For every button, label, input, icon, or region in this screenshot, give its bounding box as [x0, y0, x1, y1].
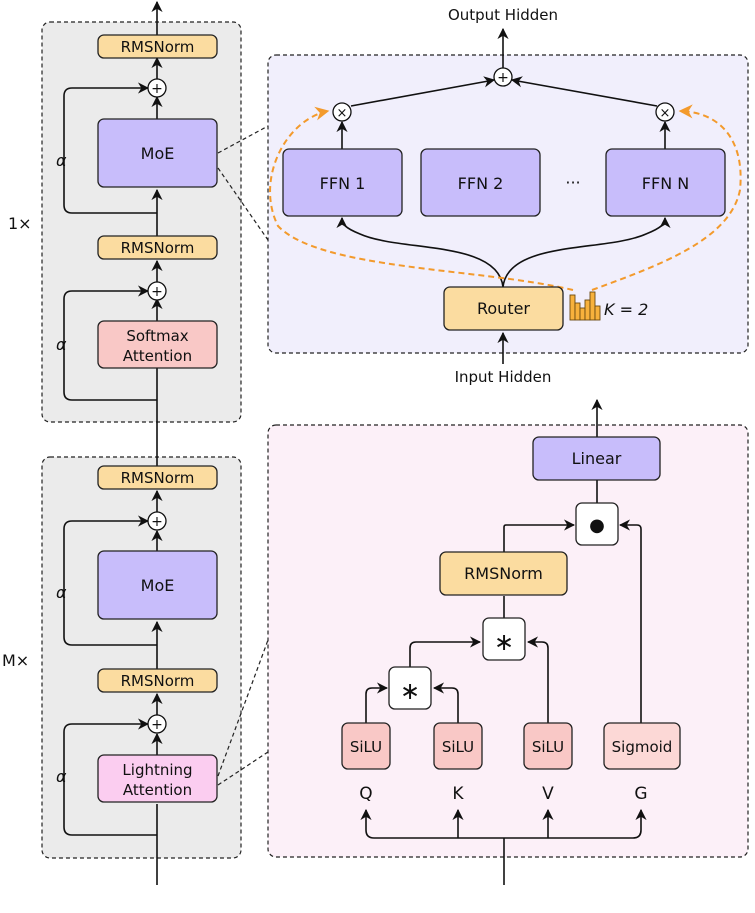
rmsnorm-label: RMSNorm	[121, 239, 195, 257]
bottom-layer-stack	[63, 422, 163, 885]
silu-q-label: SiLU	[350, 738, 382, 756]
kv-product-node	[482, 617, 526, 661]
expert-label: FFN N	[642, 174, 689, 193]
rmsnorm-label: RMSNorm	[121, 672, 195, 690]
add-symbol: +	[151, 514, 163, 530]
multiply-node	[332, 102, 352, 122]
topk-label: K = 2	[604, 300, 648, 319]
expert-ellipsis: ···	[565, 173, 580, 192]
lightning-attention-line1: Lightning	[122, 761, 192, 779]
lightning-attention-line2: Attention	[123, 781, 192, 799]
alpha-top-1: α	[56, 151, 67, 170]
multiply-node	[655, 102, 675, 122]
expert-ffn-1	[282, 148, 403, 217]
kv-product-symbol: ∗	[494, 628, 514, 656]
input-k-label: K	[452, 784, 464, 804]
moe-block	[97, 550, 218, 620]
silu-k-block	[433, 722, 483, 770]
add-node	[147, 281, 167, 301]
rmsnorm-block	[97, 465, 218, 490]
linear-label: Linear	[572, 449, 622, 468]
add-symbol: +	[151, 81, 163, 97]
silu-v-block	[523, 722, 573, 770]
moe-label: MoE	[141, 576, 175, 595]
input-v-label: V	[542, 784, 554, 804]
alpha-bottom-m: α	[56, 767, 67, 786]
silu-q-block	[341, 722, 391, 770]
add-node	[147, 714, 167, 734]
zoom-line	[217, 751, 269, 786]
top-layer-stack	[63, 0, 163, 422]
zoom-line	[217, 167, 269, 241]
linear-block	[532, 436, 661, 481]
rmsnorm-block	[439, 551, 568, 596]
moe-block	[97, 118, 218, 188]
lightning-connections	[360, 398, 647, 885]
softmax-attention-line2: Attention	[123, 347, 192, 365]
sigmoid-g-label: Sigmoid	[612, 738, 673, 756]
input-q-label: Q	[359, 784, 372, 804]
input-g-label: G	[634, 784, 647, 804]
rmsnorm-block	[97, 34, 218, 59]
router-label: Router	[477, 299, 530, 318]
expert-ffn-n	[605, 148, 726, 217]
multiply-symbol: ×	[337, 106, 348, 121]
input-hidden-label: Input Hidden	[455, 368, 552, 386]
add-symbol: +	[151, 717, 163, 733]
qk-product-node	[388, 666, 432, 710]
expert-ffn-2	[420, 148, 541, 217]
rmsnorm-block	[97, 668, 218, 693]
qk-product-symbol: ∗	[400, 677, 420, 705]
gate-product-node	[575, 502, 619, 546]
lightning-attention-block	[97, 754, 218, 803]
moe-connections	[336, 27, 671, 364]
repeat-label-mx: M×	[2, 651, 29, 670]
alpha-bottom-1: α	[56, 335, 67, 354]
rmsnorm-label: RMSNorm	[464, 564, 543, 583]
add-symbol: +	[497, 70, 509, 86]
sum-node	[493, 67, 513, 87]
multiply-symbol: ×	[660, 106, 671, 121]
router-block	[443, 286, 564, 331]
silu-v-label: SiLU	[532, 738, 564, 756]
rmsnorm-label: RMSNorm	[121, 38, 195, 56]
rmsnorm-label: RMSNorm	[121, 469, 195, 487]
repeat-label-1x: 1×	[8, 214, 32, 233]
expert-label: FFN 1	[320, 174, 366, 193]
silu-k-label: SiLU	[442, 738, 474, 756]
rmsnorm-block	[97, 235, 218, 260]
expert-label: FFN 2	[458, 174, 504, 193]
router-score-histogram-icon	[569, 291, 601, 321]
zoom-line	[217, 125, 269, 154]
add-node	[147, 511, 167, 531]
sigmoid-g-block	[603, 722, 681, 770]
softmax-attention-block	[97, 320, 218, 369]
zoom-line	[217, 639, 269, 777]
add-symbol: +	[151, 284, 163, 300]
add-node	[147, 78, 167, 98]
router-dispatch-arrows	[269, 104, 742, 291]
softmax-attention-line1: Softmax	[126, 327, 188, 345]
alpha-top-m: α	[56, 583, 67, 602]
moe-label: MoE	[141, 144, 175, 163]
gate-product-symbol: ●	[589, 515, 605, 536]
output-hidden-label: Output Hidden	[448, 6, 558, 24]
